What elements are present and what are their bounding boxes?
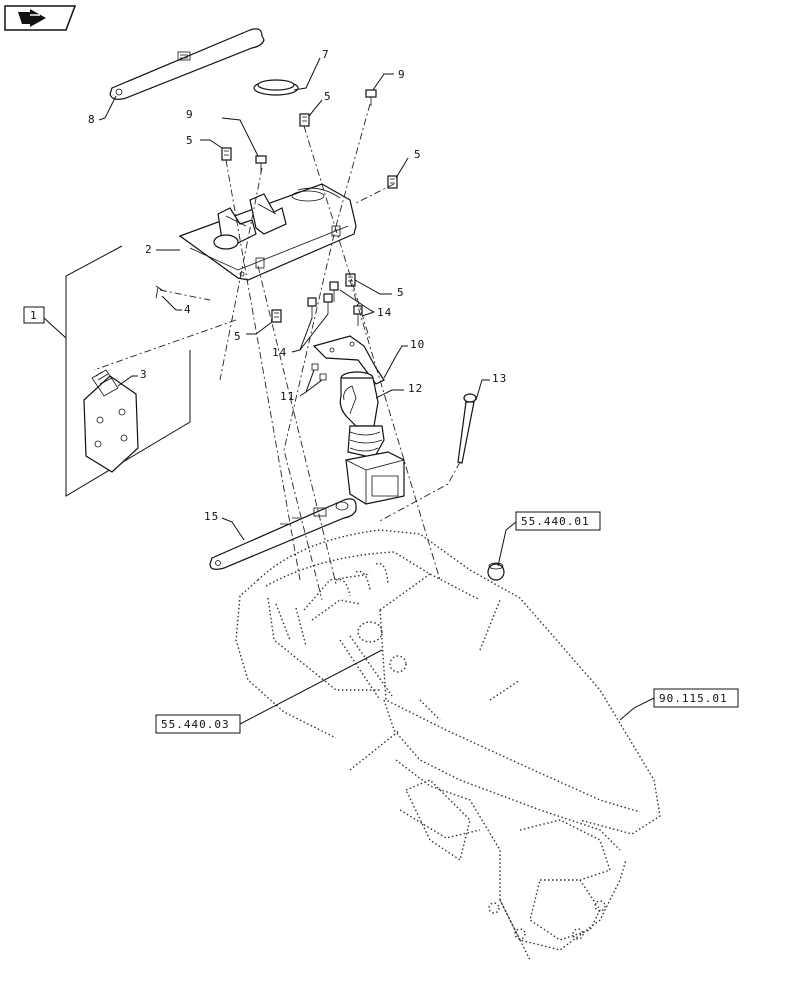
callout-13: 13 [492, 372, 507, 385]
callout-10: 10 [410, 338, 425, 351]
callout-12: 12 [408, 382, 423, 395]
leader-7 [293, 57, 321, 91]
callout-14b: 14 [272, 346, 287, 359]
part-4-screw [155, 285, 163, 299]
callout-9a: 9 [186, 108, 194, 121]
ref-box-90-115-01[interactable]: 90.115.01 [653, 688, 739, 708]
callout-9b: 9 [398, 68, 406, 81]
ref-90-115-01: 90.115.01 [659, 692, 728, 705]
console-knobs [487, 562, 505, 581]
callout-11: 11 [280, 390, 295, 403]
callout-15: 15 [204, 510, 219, 523]
part-12-joystick [339, 371, 405, 505]
callout-5a: 5 [324, 90, 332, 103]
clip-5a [299, 113, 310, 127]
callout-7: 7 [322, 48, 330, 61]
part-2-lever-panel [178, 183, 357, 281]
part-3-lever-module [83, 369, 139, 473]
callout-1-box [23, 306, 45, 324]
ref-55-440-03: 55.440.03 [161, 718, 230, 731]
part-15-lower-trim [209, 498, 357, 570]
callout-14a: 14 [377, 306, 392, 319]
bracket-1 [65, 245, 191, 497]
console-housing [235, 529, 661, 961]
callout-5e: 5 [234, 330, 242, 343]
part-11-nuts [311, 363, 327, 381]
next-page-arrow-icon[interactable] [4, 5, 77, 31]
ref-box-55-440-01[interactable]: 55.440.01 [515, 511, 601, 531]
screw-9b [365, 89, 377, 106]
ref-box-55-440-03[interactable]: 55.440.03 [155, 714, 241, 734]
callout-1: 1 [30, 309, 38, 322]
callout-8: 8 [88, 113, 96, 126]
leader-8 [98, 95, 117, 121]
callout-5b: 5 [186, 134, 194, 147]
ref-55-440-01: 55.440.01 [521, 515, 590, 528]
callout-5d: 5 [397, 286, 405, 299]
assembly-alignment-lines [93, 103, 461, 601]
part-13-rod [457, 393, 477, 464]
clip-5c [387, 175, 398, 189]
callout-5c: 5 [414, 148, 422, 161]
part-14-screws [307, 281, 363, 326]
part-8-top-trim [109, 28, 265, 100]
clip-5b [221, 147, 232, 161]
clip-5e [271, 309, 282, 323]
part-10-bracket [312, 335, 385, 385]
screw-9a [255, 155, 267, 172]
part-7-cap [253, 79, 299, 96]
callout-2: 2 [145, 243, 153, 256]
callout-3: 3 [140, 368, 148, 381]
callout-4: 4 [184, 303, 192, 316]
